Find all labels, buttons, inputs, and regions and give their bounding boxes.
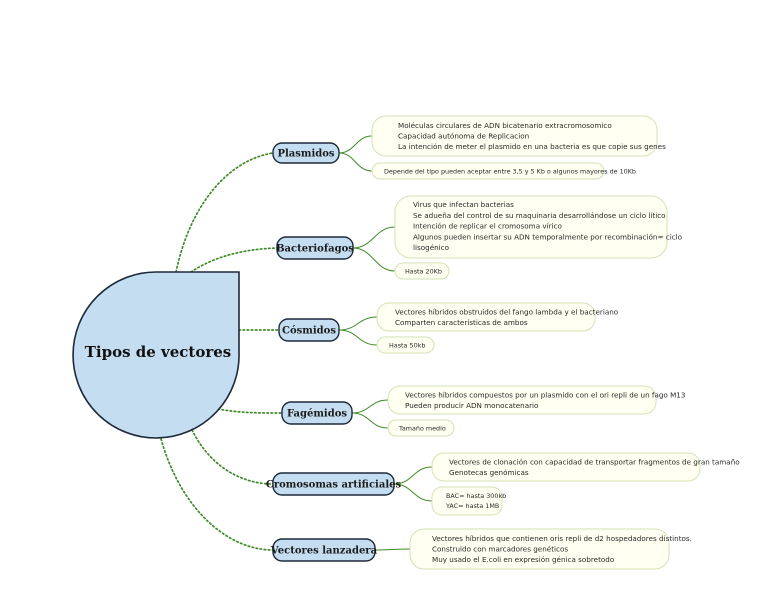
detail-line: BAC= hasta 300kb [446, 492, 506, 500]
detail-box-shape [387, 385, 657, 415]
branch-node-bacteriofagos[interactable]: Bacteriofagos [276, 236, 354, 260]
branch-node-label: Cromosomas artificiales [266, 480, 402, 491]
detail-line: Capacidad autónoma de Replicacion [398, 132, 529, 141]
detail-box-shape [371, 162, 605, 180]
branch-connector [159, 434, 274, 551]
detail-line: Comparten características de ambos [395, 318, 528, 327]
branch-connector [191, 429, 274, 485]
branch-node-shape [272, 472, 395, 496]
detail-box[interactable]: Vectores híbridos compuestos por un plas… [387, 385, 685, 415]
svg-text:Tamaño medio: Tamaño medio [398, 425, 446, 433]
detail-line: Virus que infectan bacterias [413, 200, 514, 209]
detail-connector [351, 412, 389, 429]
branch-node-vectores-lanzadera[interactable]: Vectores lanzadera [270, 538, 378, 562]
detail-line: Hasta 50kb [389, 342, 425, 350]
detail-line: Vectores híbridos compuestos por un plas… [405, 391, 685, 400]
branch-node-shape [276, 236, 354, 260]
detail-box-shape [387, 419, 455, 437]
detail-line: Genotecas genómicas [449, 468, 529, 477]
detail-line: Intención de replicar el cromosoma víric… [413, 222, 562, 231]
svg-text:Vectores híbridos obstruidos d: Vectores híbridos obstruidos del fango l… [395, 308, 618, 328]
detail-line: Tamaño medio [398, 425, 446, 433]
detail-box-shape [431, 486, 503, 516]
branch-node-cosmidos[interactable]: Cósmidos [278, 318, 340, 342]
svg-text:Hasta 50kb: Hasta 50kb [389, 342, 425, 350]
detail-box-shape [431, 452, 701, 482]
branch-node-shape [281, 401, 353, 425]
detail-connector [338, 329, 378, 346]
detail-box[interactable]: Vectores de clonación con capacidad de t… [431, 452, 740, 482]
detail-box[interactable]: Hasta 20Kb [394, 262, 450, 280]
root-node-shape [72, 271, 240, 439]
detail-line: Muy usado el E.coli en expresión génica … [432, 555, 614, 564]
detail-connector [352, 247, 396, 272]
detail-line: Pueden producir ADN monocatenario [405, 401, 538, 410]
detail-line: lisogénico [413, 243, 449, 252]
detail-box[interactable]: Vectores híbridos obstruidos del fango l… [376, 302, 618, 332]
detail-line: Vectores híbridos obstruidos del fango l… [395, 308, 618, 317]
detail-connector [352, 226, 396, 249]
branch-node-cromosomas-artificiales[interactable]: Cromosomas artificiales [266, 472, 402, 496]
detail-box[interactable]: Virus que infectan bacterias Se adueña de… [394, 195, 682, 259]
branch-node-label: Cósmidos [282, 326, 336, 337]
detail-line: Algunos pueden insertar su ADN temporalm… [413, 232, 682, 241]
branch-node-label: Plasmidos [277, 149, 334, 160]
detail-connector [338, 152, 373, 172]
root-node-label: Tipos de vectores [85, 343, 232, 361]
branch-connector [190, 247, 278, 273]
detail-box[interactable]: Moléculas circulares de ADN bicatenario … [371, 115, 666, 157]
svg-text:Vectores de clonación con capa: Vectores de clonación con capacidad de t… [449, 458, 740, 478]
detail-box-shape [409, 528, 670, 570]
branch-node-label: Fagémidos [287, 409, 347, 420]
root-node[interactable]: Tipos de vectores [72, 271, 240, 439]
detail-box-shape [376, 302, 596, 332]
svg-text:Hasta 20Kb: Hasta 20Kb [405, 268, 442, 276]
detail-box-shape [376, 336, 435, 354]
detail-line: Hasta 20Kb [405, 268, 442, 276]
branch-connector [175, 152, 274, 273]
branch-node-shape [278, 318, 340, 342]
detail-line: Vectores híbridos que contienen oris rep… [432, 534, 692, 543]
detail-box-shape [394, 262, 450, 280]
detail-box[interactable]: Tamaño medio [387, 419, 455, 437]
detail-box[interactable]: Vectores híbridos que contienen oris rep… [409, 528, 692, 570]
svg-text:Vectores híbridos compuestos p: Vectores híbridos compuestos por un plas… [405, 391, 685, 411]
detail-box[interactable]: Hasta 50kb [376, 336, 435, 354]
detail-connector [393, 466, 433, 485]
connectors-layer [159, 135, 433, 551]
svg-text:Depende del tipo pueden acepta: Depende del tipo pueden aceptar entre 3,… [384, 168, 636, 176]
detail-connector [338, 135, 373, 154]
detail-line: YAC= hasta 1MB [445, 502, 499, 510]
branch-node-plasmidos[interactable]: Plasmidos [272, 142, 340, 164]
detail-line: Moléculas circulares de ADN bicatenario … [398, 121, 612, 130]
detail-line: Vectores de clonación con capacidad de t… [449, 458, 740, 467]
detail-box[interactable]: Depende del tipo pueden aceptar entre 3,… [371, 162, 636, 180]
detail-connector [393, 483, 433, 502]
branch-node-label: Vectores lanzadera [270, 546, 378, 557]
branch-node-fagemidos[interactable]: Fagémidos [281, 401, 353, 425]
svg-text:Moléculas circulares de ADN bi: Moléculas circulares de ADN bicatenario … [398, 121, 666, 151]
detail-box-shape [371, 115, 658, 157]
detail-connector [374, 548, 411, 551]
branch-connector [213, 407, 283, 414]
detail-line: La intención de meter el plasmido en una… [398, 142, 666, 151]
detail-connector [351, 399, 389, 414]
branch-node-shape [272, 142, 340, 164]
svg-text:Vectores híbridos que contiene: Vectores híbridos que contienen oris rep… [432, 534, 692, 564]
branch-node-shape [272, 538, 376, 562]
detail-line: Construido con marcadores genéticos [432, 545, 568, 554]
detail-line: Se adueña del control de su maquinaria d… [413, 211, 666, 220]
detail-line: Depende del tipo pueden aceptar entre 3,… [384, 168, 636, 176]
detail-box-shape [394, 195, 668, 259]
detail-connector [338, 316, 378, 331]
branch-node-label: Bacteriofagos [276, 244, 354, 255]
